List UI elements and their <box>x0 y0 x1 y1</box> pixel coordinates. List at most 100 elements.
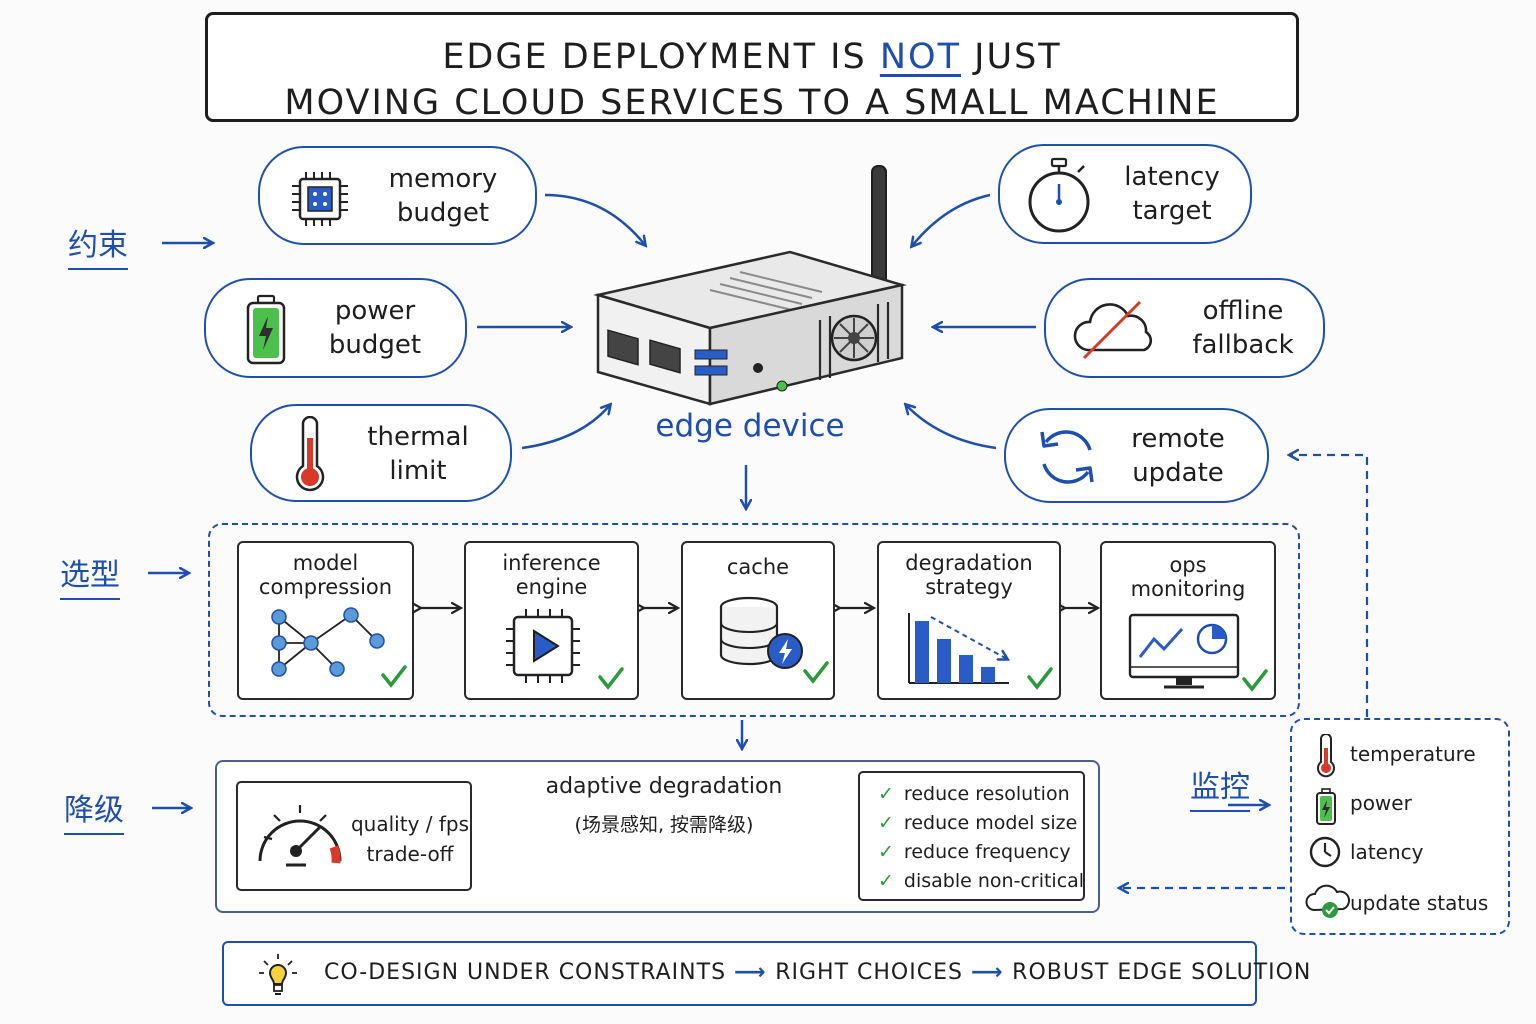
monitor-update-status-label: update status <box>1350 891 1489 915</box>
pill-thermal-text: thermal limit <box>354 420 482 488</box>
pill-offline-fallback: offline fallback <box>1044 278 1325 378</box>
title-line1-post: JUST <box>974 37 1062 77</box>
title-line-1: EDGE DEPLOYMENT IS NOT JUST <box>208 37 1296 77</box>
card-inference-line1: inference <box>502 551 601 575</box>
pill-offline-line2: fallback <box>1192 330 1294 360</box>
gauge-icon <box>258 805 342 867</box>
title-banner: EDGE DEPLOYMENT IS NOT JUST MOVING CLOUD… <box>205 12 1299 123</box>
card-degradation-line2: strategy <box>925 575 1013 599</box>
card-ops-line1: ops <box>1169 553 1207 577</box>
pill-offline-line1: offline <box>1202 296 1284 326</box>
monitor-temperature-label: temperature <box>1350 742 1476 766</box>
arrow-update-to-device <box>906 405 997 450</box>
play-chip-icon <box>506 609 624 690</box>
card-ops-title: ops monitoring <box>1102 553 1274 601</box>
card-cache: cache <box>681 541 835 700</box>
pill-latency-line2: target <box>1132 196 1212 226</box>
database-icon <box>719 596 829 684</box>
arrow-memory-to-device <box>544 193 645 245</box>
label-constraints: 约束 <box>68 220 128 270</box>
thermometer-icon <box>1317 734 1335 778</box>
checklist-item: ✓ reduce frequency <box>878 841 1071 863</box>
stopwatch-icon <box>1028 157 1090 233</box>
pill-update-text: remote update <box>1114 422 1242 490</box>
checklist-item: ✓ disable non-critical <box>878 870 1084 892</box>
footer-arrow-icon: ⟶ <box>734 960 776 985</box>
tradeoff-line2: trade-off <box>366 842 454 866</box>
battery-icon <box>246 294 286 365</box>
card-degradation-strategy: degradation strategy <box>877 541 1061 700</box>
title-line-2: MOVING CLOUD SERVICES TO A SMALL MACHINE <box>284 83 1220 123</box>
pill-latency-line1: latency <box>1124 162 1220 192</box>
check-icon: ✓ <box>878 870 894 892</box>
graph-icon <box>271 607 407 688</box>
pill-power-budget: power budget <box>204 278 467 378</box>
pill-power-line1: power <box>334 296 416 326</box>
card-inference-engine: inference engine <box>464 541 639 700</box>
pill-update-line2: update <box>1132 458 1224 488</box>
title-emphasis: NOT <box>879 37 961 77</box>
monitor-icon <box>1128 613 1268 692</box>
card-inference-title: inference engine <box>466 551 637 599</box>
adaptive-subtitle: (场景感知, 按需降级) <box>574 814 754 836</box>
footer-arrow-icon: ⟶ <box>970 960 1013 985</box>
tradeoff-text: quality / fps trade-off <box>348 809 472 869</box>
pill-memory-budget: memory budget <box>258 146 537 245</box>
checklist-item-label: reduce resolution <box>903 783 1070 805</box>
pill-offline-text: offline fallback <box>1170 294 1316 362</box>
label-degradation: 降级 <box>64 785 124 835</box>
pill-memory-text: memory budget <box>378 162 508 230</box>
check-icon: ✓ <box>878 812 894 834</box>
card-model-line1: model <box>292 551 359 575</box>
pill-memory-line2: budget <box>396 198 490 228</box>
selection-container <box>208 523 1300 717</box>
card-model-line2: compression <box>258 575 393 599</box>
cloud-check-icon <box>1305 884 1350 918</box>
footer-part3: ROBUST EDGE SOLUTION <box>1012 960 1312 985</box>
label-monitoring: 监控 <box>1190 762 1250 812</box>
pill-thermal-line1: thermal <box>367 422 469 452</box>
arrow-thermal-to-device <box>521 405 610 450</box>
pill-memory-line1: memory <box>388 164 498 194</box>
card-degradation-line1: degradation <box>905 551 1033 575</box>
footer-part1: CO-DESIGN UNDER CONSTRAINTS <box>324 960 727 985</box>
label-selection: 选型 <box>60 550 120 600</box>
title-line1-pre: EDGE DEPLOYMENT IS <box>442 37 867 77</box>
cloud-off-icon <box>1073 300 1153 360</box>
edge-device-label: edge device <box>655 408 845 444</box>
card-cache-title: cache <box>683 555 833 579</box>
pill-remote-update: remote update <box>1004 408 1269 503</box>
battery-icon <box>1316 788 1336 825</box>
checklist-item: ✓ reduce resolution <box>878 783 1070 805</box>
monitoring-panel: temperature power latency update status <box>1290 718 1510 935</box>
pill-thermal-line2: limit <box>389 456 447 486</box>
pill-thermal-limit: thermal limit <box>250 404 512 502</box>
card-ops-monitoring: ops monitoring <box>1100 541 1276 700</box>
footer-banner: CO-DESIGN UNDER CONSTRAINTS ⟶ RIGHT CHOI… <box>222 941 1310 1006</box>
degradation-checklist: ✓ reduce resolution ✓ reduce model size ✓ r… <box>858 771 1085 901</box>
footer-part2: RIGHT CHOICES <box>775 960 963 985</box>
card-inference-line2: engine <box>515 575 588 599</box>
checklist-item-label: reduce frequency <box>903 841 1071 863</box>
thermometer-icon <box>295 416 325 492</box>
check-icon: ✓ <box>878 783 894 805</box>
check-icon: ✓ <box>878 841 894 863</box>
clock-icon <box>1309 836 1341 868</box>
checklist-item: ✓ reduce model size <box>878 812 1077 834</box>
pill-latency-target: latency target <box>998 144 1252 244</box>
tradeoff-line1: quality / fps <box>350 812 470 836</box>
card-model-compression: model compression <box>237 541 414 700</box>
bar-down-icon <box>908 613 1053 690</box>
card-ops-line2: monitoring <box>1130 577 1246 601</box>
pill-update-line1: remote <box>1131 424 1225 454</box>
arrow-latency-to-device <box>912 193 991 246</box>
card-model-title: model compression <box>239 551 412 599</box>
checklist-item-label: reduce model size <box>903 812 1078 834</box>
arrow-monitoring-feedback <box>1290 455 1369 717</box>
footer-text: CO-DESIGN UNDER CONSTRAINTS ⟶ RIGHT CHOI… <box>324 960 1311 985</box>
pill-power-text: power budget <box>310 294 440 362</box>
checklist-item-label: disable non-critical <box>903 870 1085 892</box>
chip-icon <box>292 172 348 226</box>
card-cache-line1: cache <box>726 555 790 579</box>
